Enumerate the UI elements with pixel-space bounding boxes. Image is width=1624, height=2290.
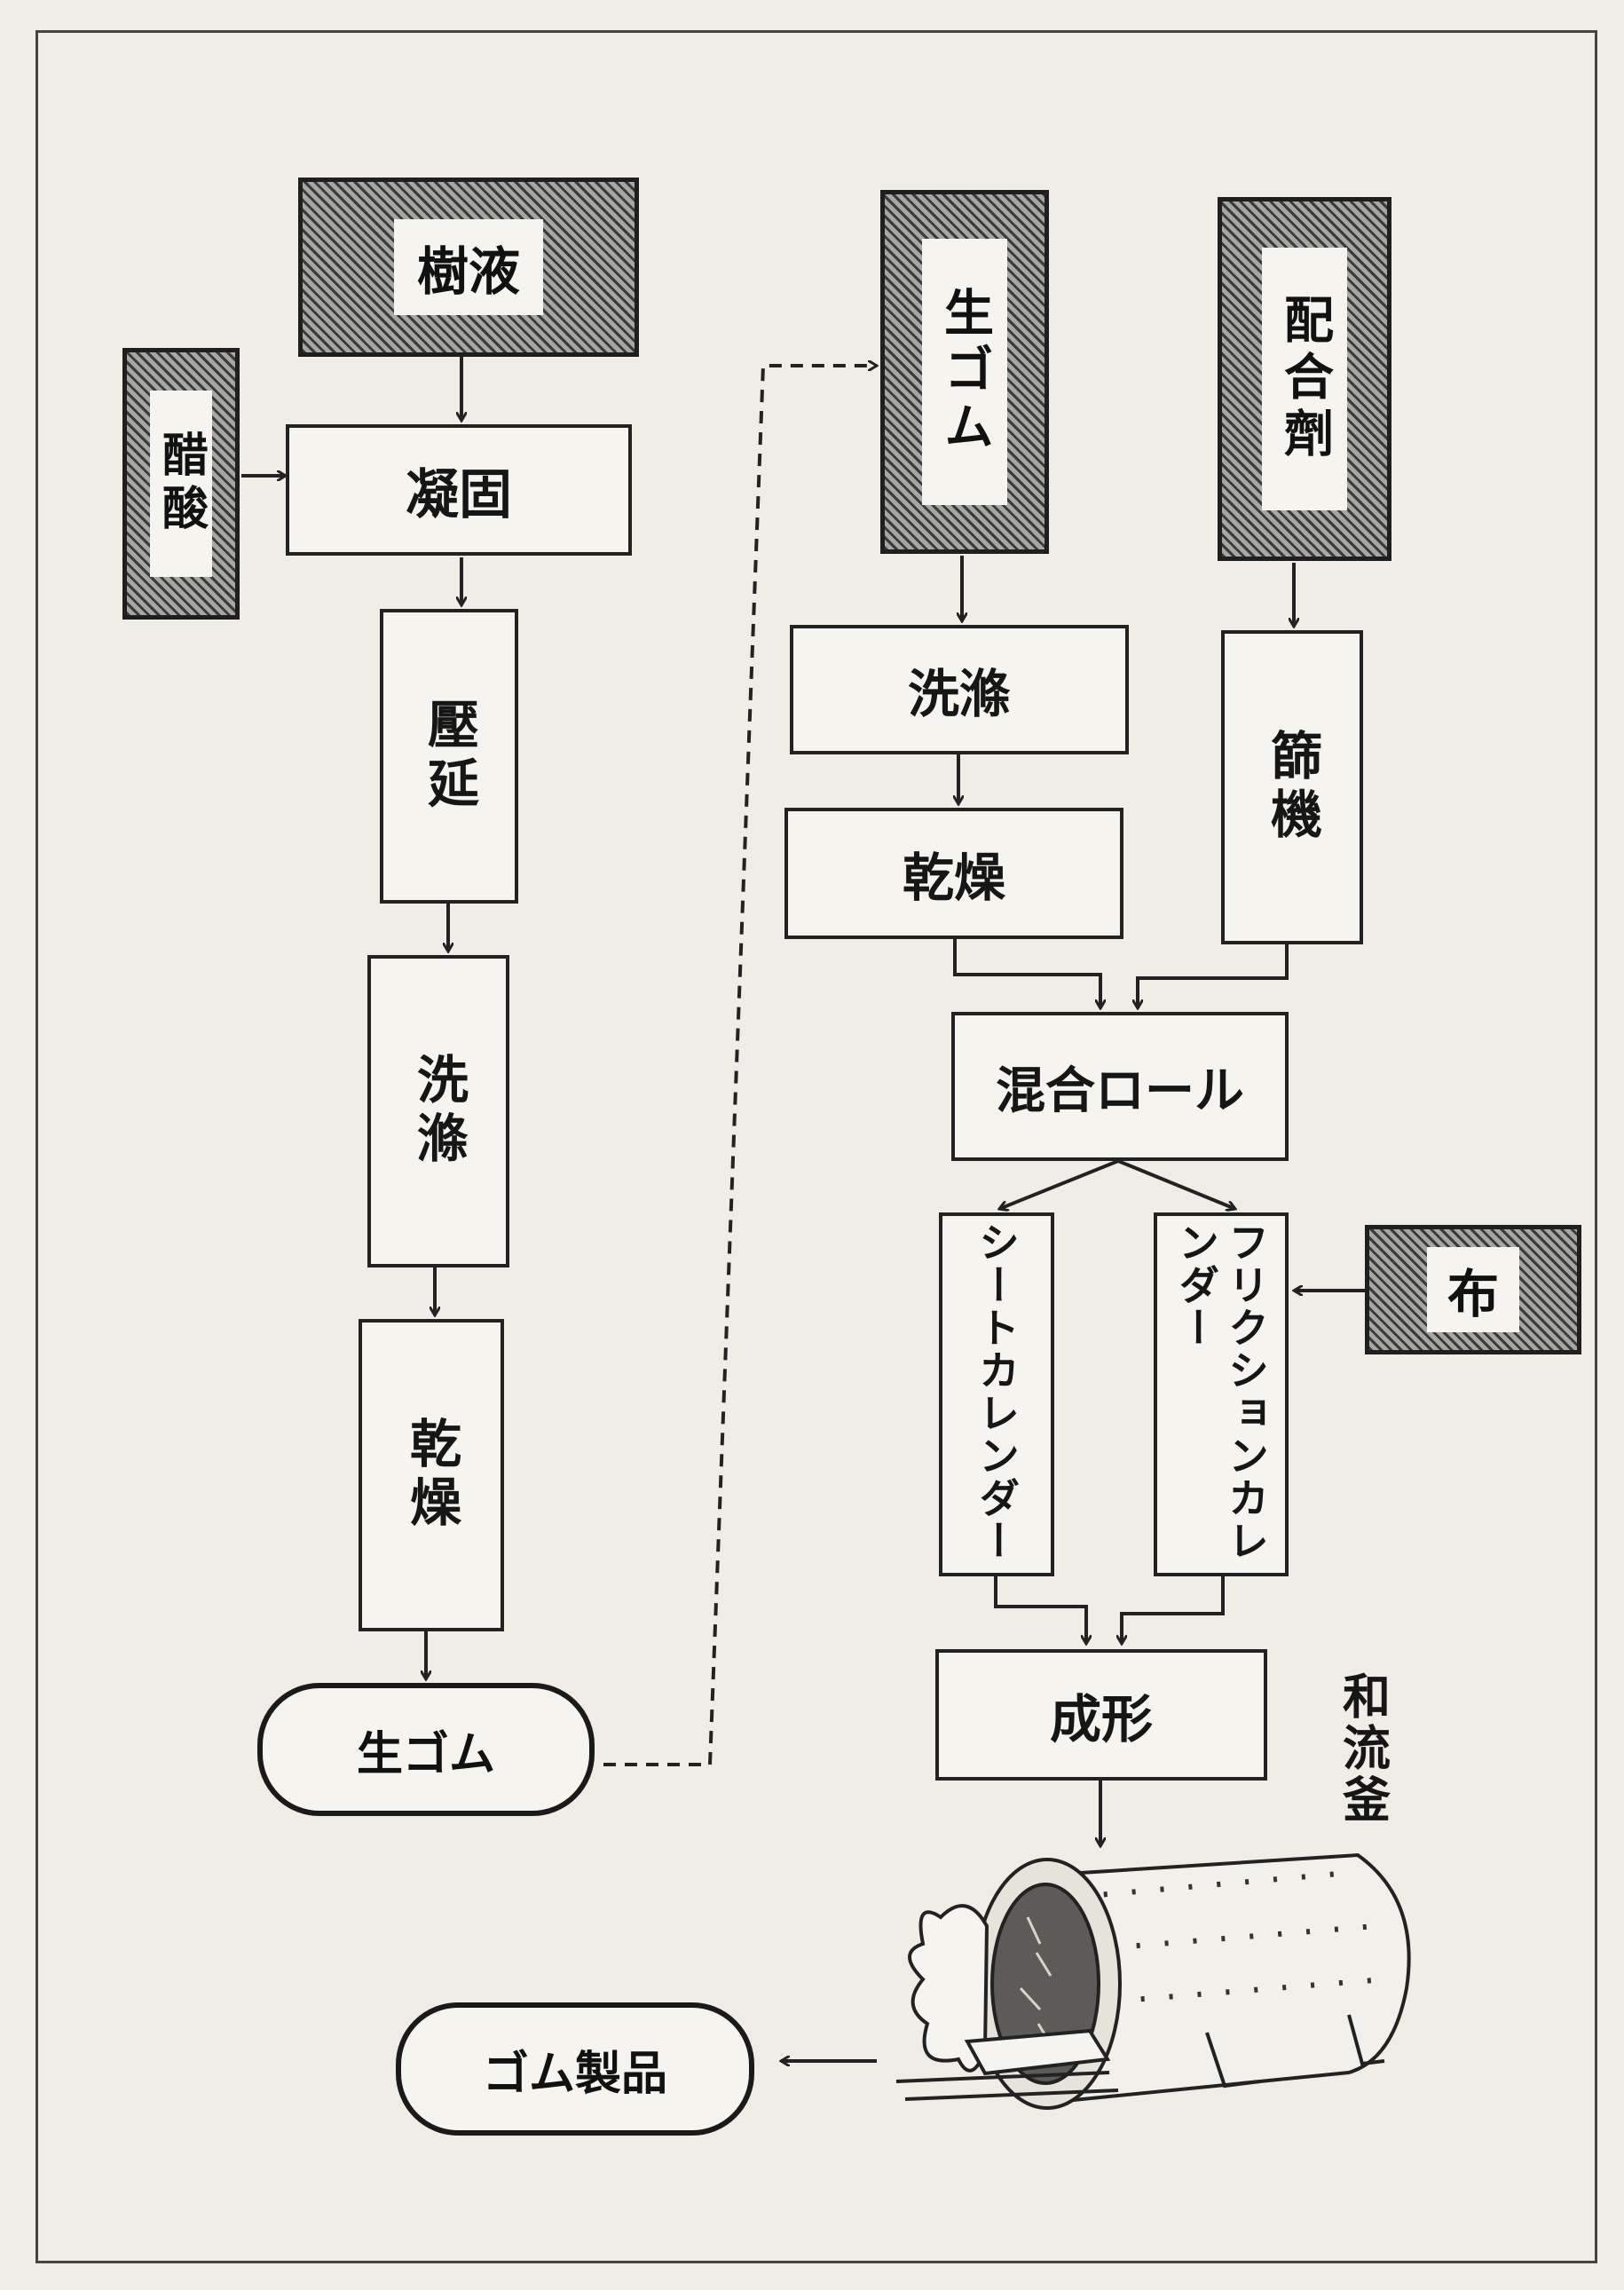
node-sheet-calender-wrap: シートカレンダー [942, 1216, 1051, 1573]
node-kanso-right-label: 乾燥 [902, 848, 1005, 908]
arrow-sheet-seikei [994, 1576, 1086, 1644]
node-sakusan: 醋酸 [122, 348, 240, 620]
node-friction-calender-wrap: フリクションカレンダー [1157, 1216, 1285, 1573]
node-gyoko: 凝固 [286, 424, 632, 556]
node-atsuen-label: 壓延 [419, 698, 479, 815]
node-furui-label: 篩機 [1262, 729, 1322, 846]
arrow-furui-kongo [1138, 944, 1289, 1008]
node-kanso-left-label: 乾燥 [401, 1417, 461, 1534]
node-atsuen: 壓延 [380, 609, 518, 904]
diagram-frame [35, 30, 1597, 2263]
node-furui: 篩機 [1221, 630, 1363, 944]
dashed-link-namagomu [603, 366, 877, 1766]
node-namagomu-source-label: 生ゴム [922, 239, 1007, 505]
node-jueki-label: 樹液 [394, 219, 543, 315]
node-jueki: 樹液 [298, 178, 639, 357]
node-haigozai-label: 配合劑 [1262, 248, 1347, 510]
node-haigozai: 配合劑 [1218, 197, 1391, 561]
node-kanso-left: 乾燥 [359, 1319, 504, 1631]
node-kongo-roll-label: 混合ロール [996, 1062, 1244, 1120]
node-senjo-left-label: 洗滌 [408, 1053, 469, 1170]
vulcanizer-illustration [895, 1852, 1411, 2110]
node-namagomu-source: 生ゴム [880, 190, 1049, 554]
node-seikei-label: 成形 [1049, 1689, 1153, 1749]
node-gomu-seihin: ゴム製品 [396, 2002, 754, 2136]
arrow-kongo-sheet [999, 1159, 1119, 1209]
node-sheet-calender: シートカレンダー [939, 1212, 1054, 1576]
node-nuno-label: 布 [1427, 1247, 1519, 1332]
node-senjo-right: 洗滌 [790, 625, 1129, 754]
node-namagomu-oval-label: 生ゴム [356, 1727, 495, 1781]
node-sheet-calender-label: シートカレンダー [973, 1221, 1021, 1562]
node-nuno: 布 [1365, 1225, 1581, 1354]
node-kanso-right: 乾燥 [784, 808, 1123, 939]
node-namagomu-oval: 生ゴム [257, 1683, 595, 1816]
arrow-kanso-kongo [953, 939, 1100, 1008]
node-friction-calender-label: フリクションカレンダー [1172, 1221, 1270, 1562]
node-friction-calender: フリクションカレンダー [1154, 1212, 1289, 1576]
node-sakusan-label: 醋酸 [150, 391, 212, 577]
arrow-kongo-friction [1117, 1159, 1235, 1209]
node-seikei: 成形 [935, 1649, 1267, 1781]
node-vulcanizer-label: 和流釜 [1334, 1671, 1391, 1826]
node-gomu-seihin-label: ゴム製品 [482, 2047, 667, 2101]
node-senjo-right-label: 洗滌 [907, 664, 1011, 724]
node-kongo-roll: 混合ロール [951, 1012, 1289, 1161]
arrow-friction-seikei [1122, 1576, 1225, 1644]
node-senjo-left: 洗滌 [367, 955, 509, 1267]
node-gyoko-label: 凝固 [406, 463, 512, 526]
